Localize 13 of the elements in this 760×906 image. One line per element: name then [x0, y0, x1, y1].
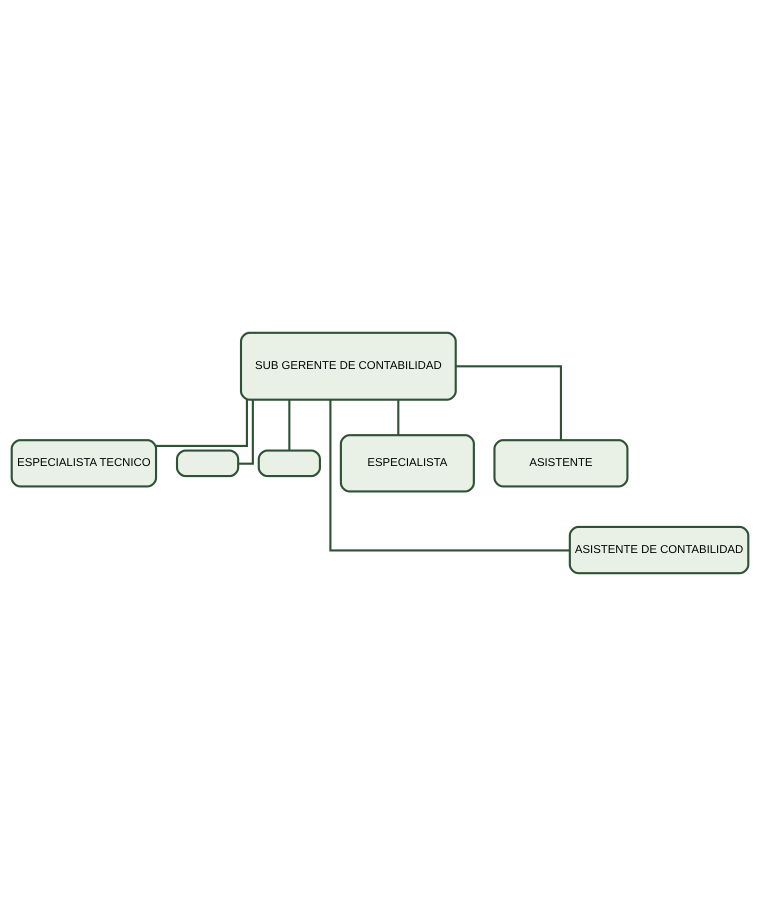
connector: [397, 400, 400, 436]
node-box: ESPECIALISTA: [340, 434, 475, 492]
connector: [329, 400, 570, 552]
node-box: [176, 449, 240, 478]
connector: [238, 400, 254, 465]
node-box: [258, 449, 321, 478]
connector: [456, 365, 562, 440]
node-box: ESPECIALISTA TECNICO: [10, 439, 158, 488]
connector: [288, 400, 290, 450]
node-box: SUB GERENTE DE CONTABILIDAD: [240, 332, 457, 401]
node-box: ASISTENTE: [493, 439, 628, 488]
node-box: ASISTENTE DE CONTABILIDAD: [568, 526, 750, 574]
connector: [156, 400, 248, 447]
